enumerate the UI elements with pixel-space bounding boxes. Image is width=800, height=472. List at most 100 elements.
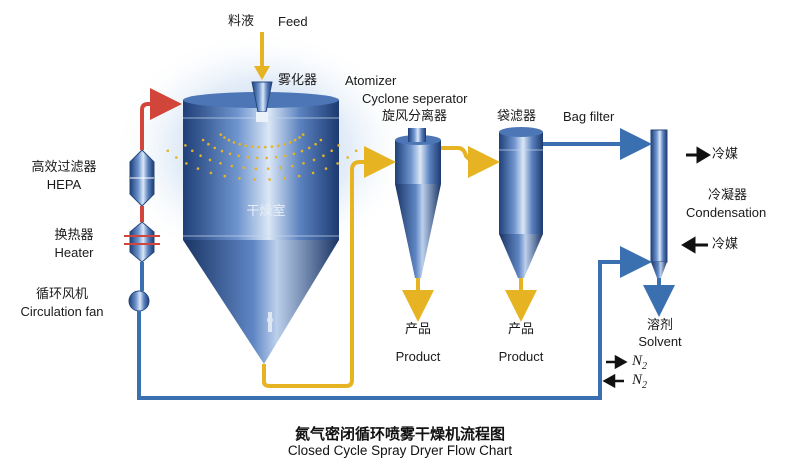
cyclone-label-en: Cyclone seperator	[362, 91, 468, 106]
hepa-label-en: HEPA	[46, 177, 82, 192]
cyclone-label-cn: 旋风分离器	[382, 109, 448, 124]
coolant-arrows	[681, 146, 711, 254]
spray-droplet	[301, 133, 305, 136]
spray-droplet	[228, 152, 232, 156]
spray-droplet	[223, 136, 226, 139]
fan-label-en: Circulation fan	[20, 304, 104, 319]
spray-droplet	[255, 156, 259, 160]
dryer-label: 干燥室	[246, 204, 286, 219]
spray-droplet	[220, 149, 224, 153]
coolant-top-label: 冷媒	[712, 147, 739, 162]
spray-droplet	[337, 144, 340, 147]
product2-label-cn: 产品	[507, 322, 534, 337]
spray-droplet	[196, 167, 200, 170]
bagfilter-label-en: Bag filter	[563, 109, 615, 124]
spray-droplet	[330, 149, 334, 153]
spray-droplet	[238, 177, 241, 180]
spray-droplet	[242, 166, 245, 170]
spray-droplet	[297, 174, 301, 178]
spray-droplet	[336, 162, 339, 165]
drying-chamber	[183, 92, 339, 364]
product-flow	[262, 146, 537, 388]
fan-label-cn: 循环风机	[35, 287, 88, 302]
n2-in-label: N2	[632, 354, 647, 374]
spray-droplets	[166, 133, 358, 181]
spray-droplet	[293, 138, 297, 142]
hot-gas-pipe	[140, 88, 182, 222]
n2-in-symbol: N	[632, 353, 643, 369]
spray-droplet	[185, 162, 188, 165]
spray-droplet	[230, 164, 234, 168]
hepa-filter	[129, 149, 155, 207]
spray-droplet	[302, 162, 305, 165]
spray-droplet	[311, 171, 315, 175]
atomizer-label-en: Atomizer	[345, 73, 397, 88]
product1-label-cn: 产品	[404, 322, 431, 337]
hepa-label-cn: 高效过滤器	[31, 160, 97, 175]
spray-droplet	[268, 178, 271, 181]
condenser	[650, 129, 668, 278]
spray-droplet	[319, 138, 323, 142]
spray-droplet	[253, 178, 256, 181]
spray-droplet	[213, 146, 217, 150]
spray-droplet	[307, 146, 311, 150]
feed-label-en: Feed	[278, 14, 308, 29]
spray-droplet	[283, 177, 286, 180]
n2-out-symbol: N	[632, 372, 643, 388]
spray-droplet	[254, 167, 258, 170]
spray-droplet	[284, 154, 287, 158]
spray-droplet	[292, 152, 296, 156]
spray-droplet	[191, 149, 194, 153]
spray-droplet	[264, 145, 267, 149]
atomizer-label-cn: 雾化器	[278, 73, 318, 88]
spray-droplet	[283, 143, 286, 146]
spray-droplet	[346, 156, 350, 159]
heater-label-cn: 换热器	[54, 228, 94, 243]
spray-droplet	[201, 138, 205, 142]
spray-droplet	[244, 144, 247, 147]
spray-droplet	[312, 158, 316, 162]
spray-droplet	[314, 142, 317, 146]
product2-label-en: Product	[498, 349, 544, 364]
n2-in-subscript: 2	[642, 361, 648, 372]
spray-droplet	[274, 155, 278, 159]
spray-droplet	[237, 154, 240, 158]
spray-droplet	[324, 167, 328, 170]
spray-droplet	[238, 143, 241, 146]
spray-droplet	[265, 156, 269, 160]
spray-droplet	[219, 133, 223, 136]
spray-droplet	[175, 156, 178, 159]
spray-droplet	[290, 164, 294, 168]
title-cn: 氮气密闭循环喷雾干燥机流程图	[294, 425, 505, 443]
heater	[124, 221, 160, 263]
cyclone-separator	[395, 128, 441, 278]
spray-droplet	[184, 144, 187, 147]
feed-label-cn: 料液	[228, 14, 255, 29]
spray-droplet	[208, 158, 212, 162]
spray-droplet	[219, 162, 222, 165]
feed-arrow	[254, 32, 270, 80]
spray-droplet	[266, 167, 270, 170]
spray-droplet	[207, 142, 210, 146]
heater-label-en: Heater	[54, 245, 94, 260]
product1-label-en: Product	[395, 349, 441, 364]
bag-filter	[499, 127, 543, 278]
spray-droplet	[232, 141, 236, 144]
spray-droplet	[354, 149, 358, 153]
bagfilter-label-cn: 袋滤器	[497, 109, 537, 124]
condenser-label-cn: 冷凝器	[708, 188, 748, 203]
spray-droplet	[227, 138, 231, 142]
n2-arrows	[602, 354, 628, 389]
spray-droplet	[270, 145, 274, 148]
circulation-fan	[128, 290, 150, 312]
spray-droplet	[166, 149, 170, 153]
n2-out-label: N2	[632, 373, 647, 393]
spray-droplet	[300, 149, 304, 153]
spray-droplet	[223, 174, 227, 178]
condenser-label-en: Condensation	[686, 205, 767, 220]
spray-droplet	[322, 154, 325, 157]
solvent-label-cn: 溶剂	[646, 318, 673, 333]
solvent-label-en: Solvent	[638, 334, 682, 349]
coolant-bottom-label: 冷媒	[712, 237, 739, 252]
